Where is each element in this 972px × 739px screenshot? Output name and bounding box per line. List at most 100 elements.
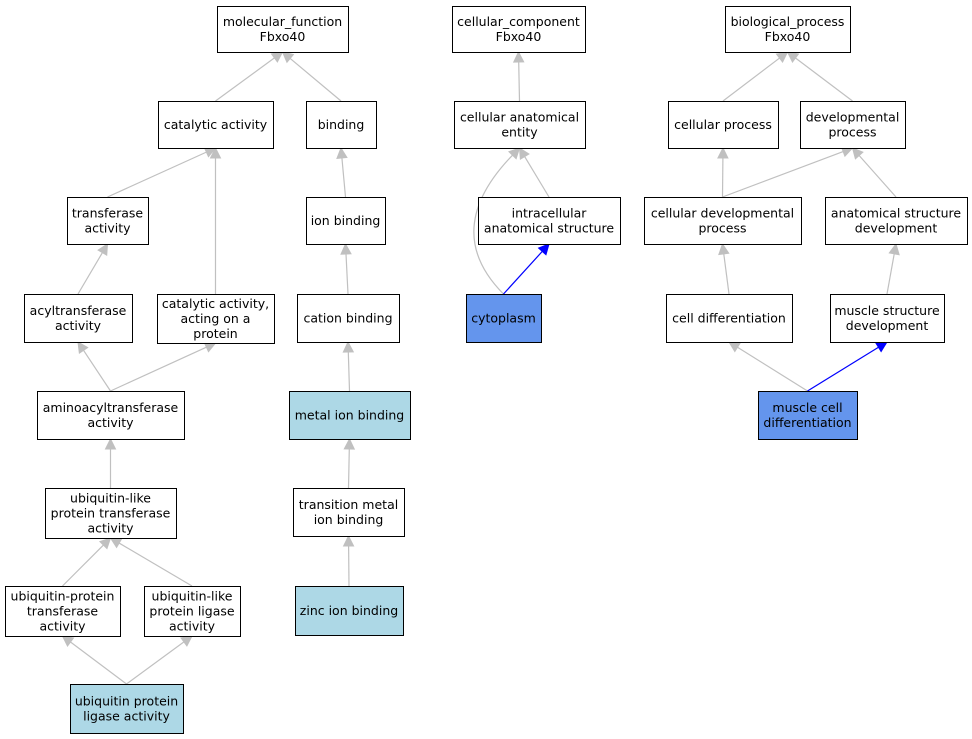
- node-box: [5, 586, 121, 637]
- edge-arrowhead: [518, 147, 530, 160]
- node-box: [306, 101, 377, 149]
- node-label-line: biological_process: [731, 14, 845, 29]
- node-box: [666, 294, 793, 343]
- node-label-line: development: [846, 318, 929, 333]
- node-label-line: muscle cell: [772, 400, 842, 415]
- edge-zinc-to-trans_metal: [342, 534, 355, 587]
- node-label-line: intracellular: [512, 206, 588, 221]
- edge-cytoplasm-to-ias: [503, 243, 550, 295]
- node-label-line: transferase: [72, 206, 144, 221]
- edge-line: [473, 154, 513, 295]
- edge-line: [77, 252, 103, 295]
- node-label-line: differentiation: [763, 415, 851, 430]
- node-label-line: anatomical structure: [484, 221, 614, 236]
- node-label-line: transferase: [27, 604, 99, 619]
- edge-arrowhead: [875, 341, 888, 353]
- edge-aminoacyl-to-acyltransferase: [77, 341, 112, 392]
- edge-line: [345, 253, 349, 295]
- go-term-node-binding[interactable]: binding: [306, 101, 377, 149]
- edge-arrowhead: [342, 534, 355, 547]
- node-label-line: binding: [318, 117, 365, 132]
- edge-cell_dev-to-cell_proc: [717, 146, 729, 198]
- node-box: [67, 197, 149, 245]
- edge-arrowhead: [97, 243, 109, 256]
- node-label-line: activity: [169, 619, 216, 634]
- node-box: [217, 6, 349, 53]
- node-box: [24, 294, 133, 343]
- edge-line: [807, 346, 879, 392]
- node-label-line: protein ligase: [149, 604, 234, 619]
- edge-arrowhead: [728, 341, 741, 353]
- edge-ub_transferase-to-ubl_transferase: [62, 537, 112, 587]
- node-box: [454, 101, 586, 149]
- node-label-line: molecular_function: [223, 14, 342, 29]
- go-term-node-cation-binding[interactable]: cation binding: [297, 294, 400, 343]
- node-label-line: acting on a: [181, 311, 251, 326]
- go-term-node-ion-binding[interactable]: ion binding: [306, 197, 386, 245]
- edge-line: [110, 346, 207, 392]
- edge-line: [107, 151, 207, 198]
- node-label-line: activity: [39, 619, 86, 634]
- edge-line: [524, 156, 550, 198]
- edge-metal_ion-to-cation_binding: [342, 340, 355, 392]
- node-label-line: protein: [193, 326, 237, 341]
- edge-arrowhead: [775, 51, 789, 63]
- edge-arrowhead: [270, 51, 284, 63]
- edge-arrowhead: [851, 147, 864, 160]
- edge-line: [518, 61, 521, 102]
- node-label-line: Fbxo40: [765, 29, 811, 44]
- node-box: [295, 586, 404, 636]
- node-label-line: developmental: [806, 110, 900, 125]
- node-box: [158, 101, 274, 149]
- node-box: [306, 197, 386, 245]
- go-term-node-zinc[interactable]: zinc ion binding: [295, 586, 404, 636]
- go-term-node-cytoplasm[interactable]: cytoplasm: [466, 294, 542, 343]
- node-label-line: activity: [87, 415, 134, 430]
- edge-dev_proc-to-bp_root: [786, 51, 853, 102]
- edge-ias-to-cae: [518, 147, 550, 198]
- edge-line: [503, 250, 543, 295]
- edge-ubl_transferase-to-aminoacyl: [104, 437, 117, 488]
- edge-anat_dev-to-dev_proc: [851, 147, 897, 198]
- edge-line: [83, 350, 112, 392]
- edge-ub_ligase-to-ubl_ligase: [126, 635, 193, 685]
- edge-line: [215, 57, 275, 102]
- edge-cell_proc-to-bp_root: [722, 51, 789, 102]
- edge-arrowhead: [336, 146, 348, 159]
- go-term-node-metal-ion[interactable]: metal ion binding: [289, 391, 411, 440]
- node-box: [825, 197, 968, 245]
- edge-arrowhead: [281, 51, 295, 64]
- edge-arrowhead: [718, 242, 730, 256]
- go-term-node-cell-diff[interactable]: cell differentiation: [666, 294, 793, 343]
- node-box: [293, 488, 405, 537]
- node-label-line: cellular process: [674, 117, 772, 132]
- go-term-node-cell-proc[interactable]: cellular process: [668, 101, 779, 149]
- node-box: [37, 391, 185, 440]
- edge-ubl_ligase-to-ubl_transferase: [109, 537, 193, 587]
- node-box: [668, 101, 779, 149]
- edge-arrowhead: [61, 635, 75, 647]
- edge-cat_protein-to-catalytic: [209, 146, 222, 294]
- edge-line: [795, 57, 853, 102]
- edge-cell_diff-to-cell_dev: [718, 242, 730, 295]
- go-term-node-catalytic[interactable]: catalytic activity: [158, 101, 274, 149]
